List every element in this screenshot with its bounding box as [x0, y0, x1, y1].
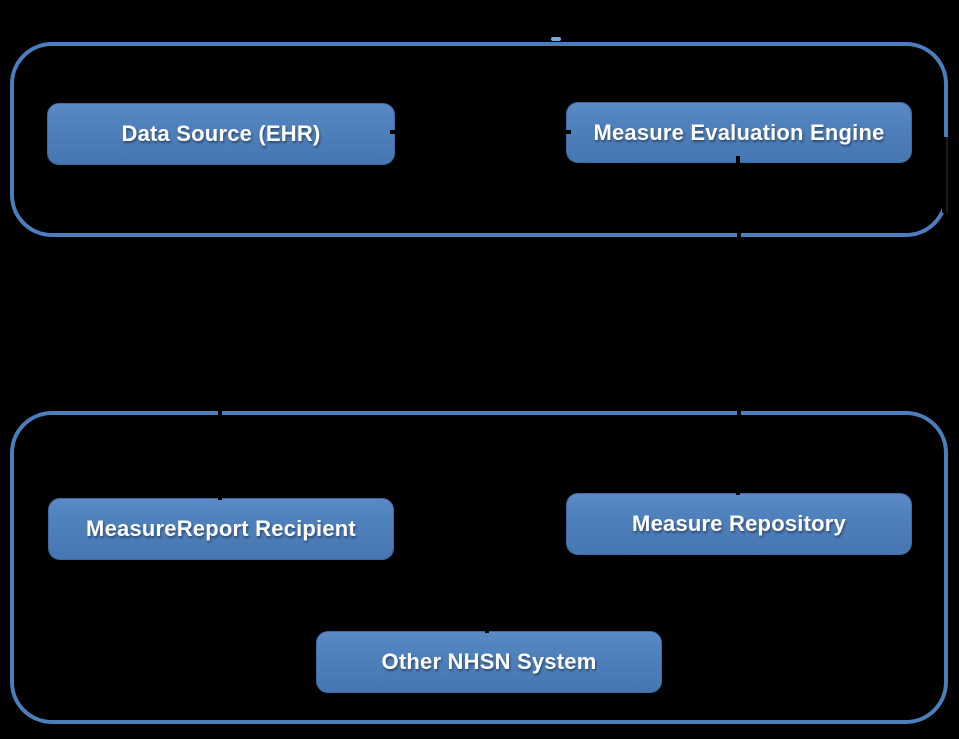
connector-stub-engine-node-left: [563, 130, 571, 134]
node-data-source-ehr-label: Data Source (EHR): [121, 121, 321, 146]
connector-stub-recipient-border-cross: [218, 405, 222, 419]
connector-stub-engine-to-repository-top: [737, 227, 741, 241]
connector-stub-recipient-node-top: [218, 493, 222, 500]
arrowhead-remnant: [551, 37, 561, 41]
bottom-group-frame: [10, 411, 948, 724]
connector-stub-repository-node-top: [736, 488, 740, 495]
node-data-source-ehr: Data Source (EHR): [47, 103, 395, 165]
connector-stub-repository-border-cross: [737, 405, 741, 419]
connector-stub-other-nhsn-node-top: [485, 626, 489, 633]
node-measurereport-recipient-label: MeasureReport Recipient: [86, 516, 356, 541]
connector-stub-engine-node-bottom: [736, 156, 740, 165]
node-measure-evaluation-engine: Measure Evaluation Engine: [566, 102, 912, 163]
node-other-nhsn-system-label: Other NHSN System: [381, 649, 597, 674]
node-measurereport-recipient: MeasureReport Recipient: [48, 498, 394, 560]
node-measure-repository-label: Measure Repository: [632, 511, 846, 536]
right-border-faint-line: [946, 137, 948, 213]
node-measure-evaluation-engine-label: Measure Evaluation Engine: [593, 119, 885, 145]
connector-stub-data-source-node-right: [390, 130, 399, 134]
node-other-nhsn-system: Other NHSN System: [316, 631, 662, 693]
node-measure-repository: Measure Repository: [566, 493, 912, 555]
